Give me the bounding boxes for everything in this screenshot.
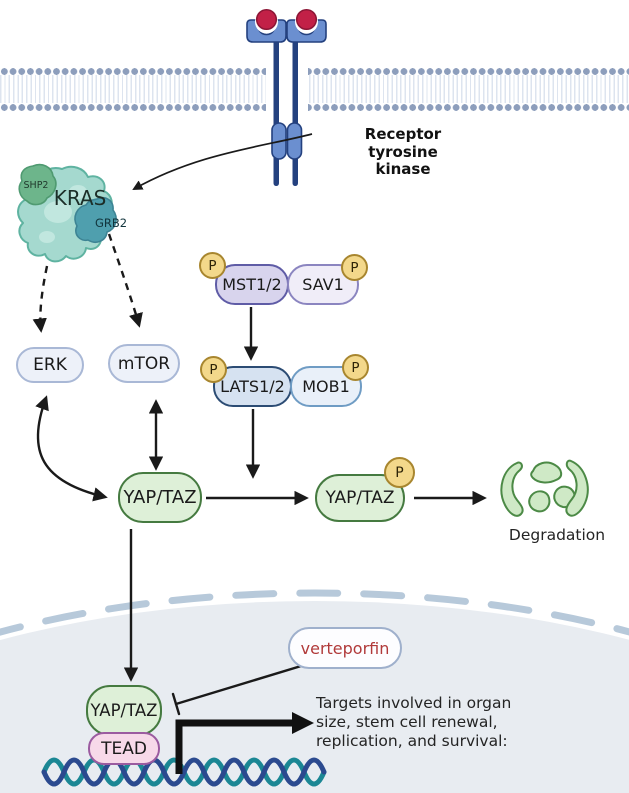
- kinase-domain-icon: [286, 122, 303, 160]
- shp2-label: SHP2: [23, 180, 49, 191]
- degradation-icon: [500, 459, 589, 517]
- grb2-blob: [74, 196, 117, 243]
- mob1-node: MOB1: [290, 366, 362, 407]
- tead-node: TEAD: [88, 732, 160, 765]
- phosphate-badge: P: [342, 354, 369, 381]
- dna-helix-icon: [41, 757, 327, 787]
- ligand-icon: [295, 8, 318, 31]
- yaptaz-cytoplasmic-node: YAP/TAZ: [118, 472, 202, 523]
- receptor-tyrosine-kinase-icon: [246, 8, 327, 186]
- yaptaz-nuclear-node: YAP/TAZ: [86, 685, 162, 736]
- erk-node: ERK: [16, 347, 84, 383]
- membrane-lipid-heads-bottom: [0, 102, 629, 112]
- membrane-lipid-tails: [0, 75, 629, 103]
- nuclear-envelope-dashed-border: [0, 589, 629, 636]
- verteporfin-drug-node: verteporfin: [288, 627, 402, 669]
- membrane-lipid-heads-top: [0, 66, 629, 76]
- transcription-arrow: [175, 712, 314, 774]
- receptor-tyrosine-kinase-label: Receptor tyrosine kinase: [364, 125, 442, 179]
- phosphate-badge: P: [341, 254, 368, 281]
- grb2-label: GRB2: [94, 216, 128, 230]
- sav1-node: SAV1: [287, 264, 359, 305]
- kras-label: KRAS: [53, 186, 107, 210]
- phosphate-badge: P: [200, 356, 227, 383]
- membrane-gap: [266, 58, 308, 116]
- shp2-blob: [18, 163, 57, 206]
- degradation-label: Degradation: [508, 526, 606, 544]
- arrow-receptor-to-kras: [132, 133, 313, 190]
- yaptaz-phosphorylated-node: YAP/TAZ: [315, 474, 405, 522]
- inhibition-line-verteporfin: [171, 661, 313, 716]
- ligand-icon: [255, 8, 278, 31]
- target-genes-description: Targets involved in organ size, stem cel…: [316, 694, 512, 751]
- mtor-node: mTOR: [108, 344, 180, 383]
- curved-double-arrow-erk-yaptaz: [35, 395, 108, 502]
- dashed-arrow-kras-to-mtor: [107, 233, 143, 328]
- phosphate-badge: P: [199, 252, 226, 279]
- kras-complex-icon: [17, 163, 117, 263]
- dashed-arrow-kras-to-erk: [32, 265, 49, 333]
- mst12-node: MST1/2: [215, 264, 289, 305]
- phosphate-badge: P: [384, 457, 415, 488]
